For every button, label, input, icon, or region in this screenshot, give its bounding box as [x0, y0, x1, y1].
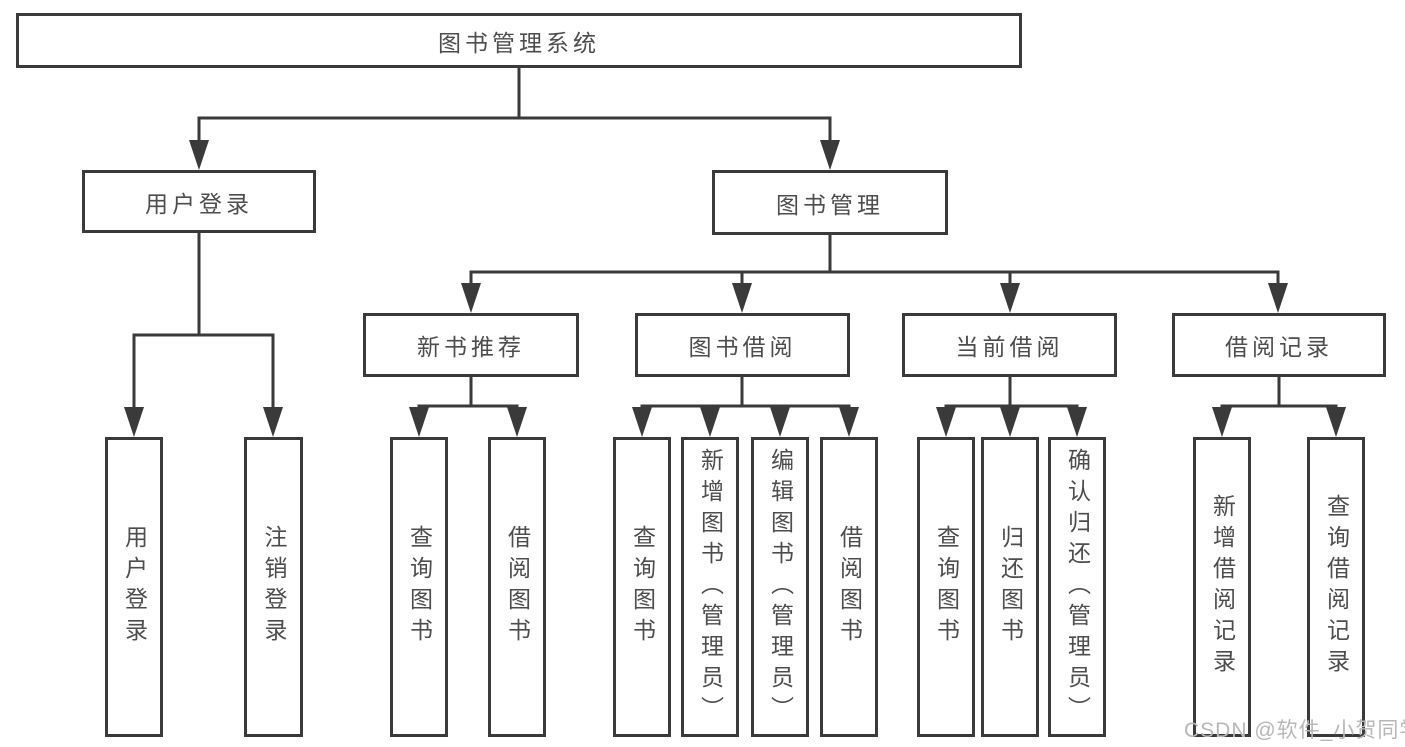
node-label: 用户登录	[145, 190, 253, 217]
leaf-label: 注销登录	[261, 525, 287, 649]
leaf-label: 借阅图书	[836, 525, 863, 649]
leaf-label: 查询图书	[933, 525, 960, 649]
leaf-logout: 注销登录	[244, 437, 303, 737]
leaf-confirm-return-admin: 确认归还（管理员）	[1048, 437, 1106, 737]
node-new-book-recommend: 新书推荐	[363, 313, 579, 377]
leaf-edit-books-admin: 编辑图书（管理员）	[751, 437, 809, 737]
leaf-query-borrow-record: 查询借阅记录	[1307, 437, 1365, 737]
leaf-query-books-borrowing: 查询图书	[613, 437, 671, 737]
node-label: 图书管理系统	[438, 29, 600, 56]
leaf-add-borrow-record: 新增借阅记录	[1193, 437, 1251, 737]
leaf-query-books-current: 查询图书	[917, 437, 975, 737]
leaf-borrow-books-recommend: 借阅图书	[488, 437, 546, 737]
node-book-borrowing: 图书借阅	[635, 313, 850, 377]
leaf-label: 查询图书	[629, 525, 656, 649]
arrowheads	[124, 140, 1346, 437]
node-label: 借阅记录	[1225, 334, 1333, 360]
leaf-label: 查询借阅记录	[1323, 494, 1350, 680]
leaf-label: 确认归还（管理员）	[1064, 447, 1091, 727]
leaf-add-books-admin: 新增图书（管理员）	[681, 437, 739, 737]
node-current-borrowing: 当前借阅	[902, 313, 1117, 377]
leaf-label: 用户登录	[121, 525, 148, 649]
leaf-label: 新增图书（管理员）	[697, 447, 724, 727]
node-library-management-system: 图书管理系统	[16, 13, 1022, 68]
leaf-borrow-books-borrowing: 借阅图书	[820, 437, 878, 737]
node-label: 新书推荐	[417, 334, 525, 360]
node-book-management: 图书管理	[712, 170, 948, 235]
leaf-label: 编辑图书（管理员）	[767, 447, 794, 727]
node-label: 图书管理	[776, 191, 884, 218]
node-label: 图书借阅	[688, 334, 797, 360]
leaf-user-login: 用户登录	[105, 437, 163, 737]
watermark: CSDN @软件_小贺同学	[1184, 719, 1405, 742]
leaf-query-books-recommend: 查询图书	[390, 437, 448, 737]
leaf-label: 归还图书	[997, 525, 1024, 649]
node-user-login: 用户登录	[82, 170, 316, 233]
leaf-label: 借阅图书	[504, 525, 531, 649]
leaf-label: 新增借阅记录	[1209, 494, 1236, 680]
leaf-label: 查询图书	[406, 525, 433, 649]
leaf-return-books: 归还图书	[981, 437, 1039, 737]
node-borrowing-records: 借阅记录	[1172, 313, 1386, 377]
node-label: 当前借阅	[955, 334, 1064, 360]
